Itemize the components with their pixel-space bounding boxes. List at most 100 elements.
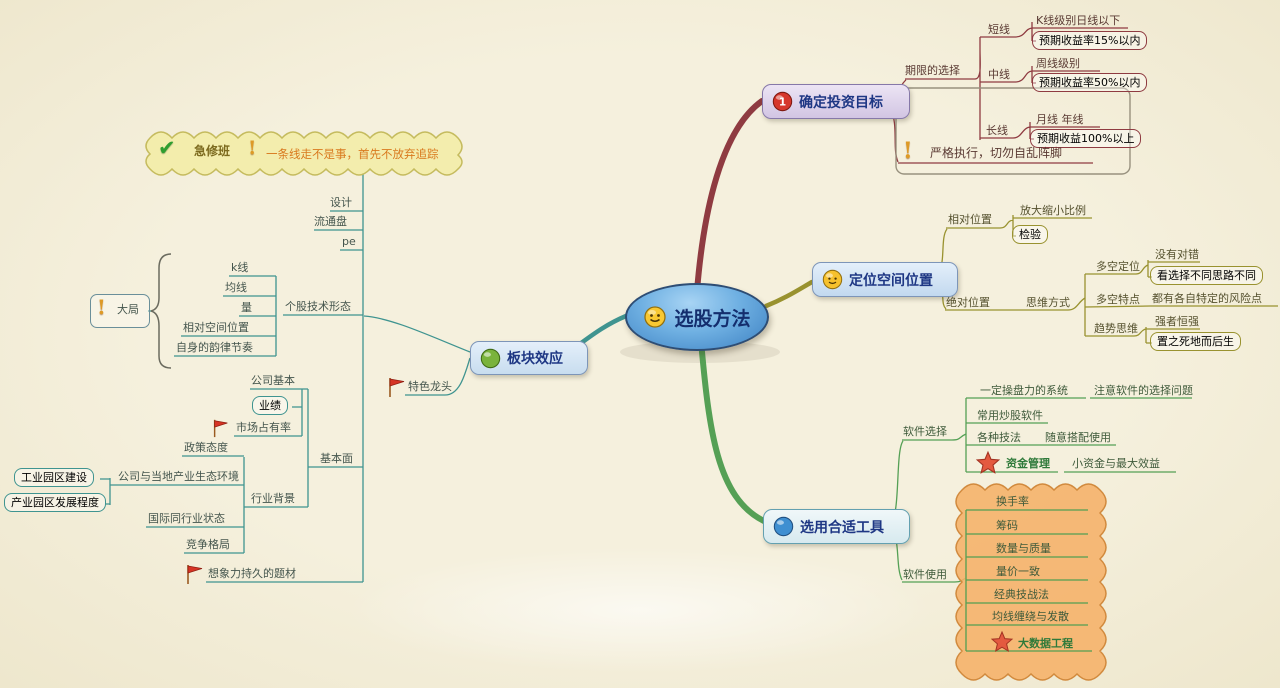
green-ball-icon	[480, 348, 501, 368]
company-basic-label[interactable]: 公司基本	[251, 374, 295, 387]
check-icon: ✔	[158, 136, 176, 160]
goal-boundary-box	[895, 87, 1131, 175]
company-market-share[interactable]: 市场占有率	[236, 421, 291, 434]
trend-strong[interactable]: 强者恒强	[1155, 315, 1199, 328]
tech-item-ma[interactable]: 均线	[225, 281, 247, 294]
cap-item-float[interactable]: 流通盘	[314, 215, 347, 228]
topic-invest-goal[interactable]: 1 确定投资目标	[762, 84, 910, 119]
industry-local-env[interactable]: 公司与当地产业生态环境	[118, 470, 239, 483]
smiley-icon	[644, 306, 667, 328]
topic-space-position[interactable]: 定位空间位置	[812, 262, 958, 297]
usage-item-chips[interactable]: 筹码	[996, 519, 1018, 532]
tools-cloud-lines	[965, 509, 1092, 652]
goal-warning-note[interactable]: 严格执行，切勿自乱阵脚	[930, 146, 1063, 160]
select-system[interactable]: 一定操盘力的系统	[980, 384, 1068, 397]
label-short-term[interactable]: 短线	[988, 23, 1010, 36]
select-system-note[interactable]: 注意软件的选择问题	[1094, 384, 1193, 397]
label-longshort-feature[interactable]: 多空特点	[1096, 293, 1140, 306]
cap-item-pe[interactable]: pe	[342, 235, 356, 248]
smiley-icon	[822, 269, 843, 290]
svg-text:1: 1	[779, 96, 786, 108]
select-skill[interactable]: 各种技法	[977, 431, 1021, 444]
select-skill-note[interactable]: 随意搭配使用	[1045, 431, 1111, 444]
label-trend-thinking[interactable]: 趋势思维	[1094, 322, 1138, 335]
env-park-development[interactable]: 产业园区发展程度	[4, 493, 106, 512]
relative-scale[interactable]: 放大缩小比例	[1020, 204, 1086, 217]
tech-note-box[interactable]	[90, 294, 150, 328]
longshort-diff[interactable]: 看选择不同思路不同	[1150, 266, 1263, 285]
lasting-theme[interactable]: 想象力持久的题材	[208, 567, 296, 580]
usage-item-quantity[interactable]: 数量与质量	[996, 542, 1051, 555]
tech-item-kline[interactable]: k线	[231, 261, 249, 274]
fundamental-label[interactable]: 基本面	[320, 452, 353, 465]
exclamation-icon: !	[97, 295, 106, 319]
tech-brace	[150, 253, 172, 369]
longshort-risk[interactable]: 都有各自特定的风险点	[1152, 292, 1262, 305]
topic-invest-goal-title: 确定投资目标	[799, 94, 883, 111]
label-relative-position[interactable]: 相对位置	[948, 213, 992, 226]
longshort-no-right[interactable]: 没有对错	[1155, 248, 1199, 261]
mid-term-kline[interactable]: 周线级别	[1036, 57, 1080, 70]
fund-management[interactable]: 资金管理	[1006, 457, 1050, 470]
industry-international[interactable]: 国际同行业状态	[148, 512, 225, 525]
tech-item-volume[interactable]: 量	[241, 301, 252, 314]
red-flag-icon	[386, 376, 408, 402]
blue-ball-icon	[773, 516, 794, 537]
tech-note-text[interactable]: 大局	[117, 303, 139, 316]
env-industrial-park[interactable]: 工业园区建设	[14, 468, 94, 487]
branch-goal-curve	[694, 98, 765, 294]
label-period-choice[interactable]: 期限的选择	[905, 64, 960, 77]
central-topic-title: 选股方法	[674, 307, 751, 330]
long-term-kline[interactable]: 月线 年线	[1036, 113, 1084, 126]
topic-sector-effect-title: 板块效应	[507, 351, 563, 367]
company-performance[interactable]: 业绩	[252, 396, 288, 415]
short-term-return[interactable]: 预期收益率15%以内	[1032, 31, 1148, 50]
industry-background-label[interactable]: 行业背景	[251, 492, 295, 505]
label-long-term[interactable]: 长线	[986, 124, 1008, 137]
label-absolute-position[interactable]: 绝对位置	[946, 296, 990, 309]
exclamation-icon: !	[903, 138, 913, 164]
branch-tools-curve	[698, 338, 767, 524]
industry-competition[interactable]: 竞争格局	[186, 538, 230, 551]
usage-item-volume-price[interactable]: 量价一致	[996, 565, 1040, 578]
tech-item-rhythm[interactable]: 自身的韵律节奏	[176, 341, 253, 354]
tools-cloud-boundary	[955, 483, 1107, 681]
topic-choose-tools-title: 选用合适工具	[800, 519, 884, 536]
topic-choose-tools[interactable]: 选用合适工具	[763, 509, 910, 544]
select-common[interactable]: 常用炒股软件	[977, 409, 1043, 422]
label-thinking-mode[interactable]: 思维方式	[1026, 296, 1070, 309]
trend-rebirth[interactable]: 置之死地而后生	[1150, 332, 1241, 351]
banner-check-text[interactable]: 急修班	[194, 144, 231, 158]
usage-item-turnover[interactable]: 换手率	[996, 495, 1029, 508]
priority-1-icon: 1	[772, 91, 793, 112]
usage-star-item[interactable]: 大数据工程	[1018, 637, 1073, 650]
sector-subtree-lines	[100, 173, 471, 583]
red-flag-icon	[211, 418, 231, 442]
usage-item-ma[interactable]: 均线缠绕与发散	[992, 610, 1069, 623]
star-icon	[990, 630, 1014, 658]
label-longshort-position[interactable]: 多空定位	[1096, 260, 1140, 273]
label-software-select[interactable]: 软件选择	[903, 425, 947, 438]
short-term-kline[interactable]: K线级别日线以下	[1036, 14, 1121, 27]
sector-leader[interactable]: 特色龙头	[408, 380, 452, 393]
red-flag-icon	[184, 563, 206, 589]
cap-item-design[interactable]: 设计	[330, 196, 352, 209]
usage-item-tactics[interactable]: 经典技战法	[994, 588, 1049, 601]
tech-pattern-label[interactable]: 个股技术形态	[285, 300, 351, 313]
long-term-return[interactable]: 预期收益100%以上	[1030, 129, 1142, 148]
fund-note[interactable]: 小资金与最大效益	[1072, 457, 1160, 470]
relative-check[interactable]: 检验	[1012, 225, 1048, 244]
label-mid-term[interactable]: 中线	[988, 68, 1010, 81]
topic-sector-effect[interactable]: 板块效应	[470, 341, 588, 375]
mid-term-return[interactable]: 预期收益率50%以内	[1032, 73, 1148, 92]
exclamation-icon: !	[248, 137, 257, 159]
label-software-usage[interactable]: 软件使用	[903, 568, 947, 581]
industry-policy[interactable]: 政策态度	[184, 441, 228, 454]
topic-space-position-title: 定位空间位置	[849, 272, 933, 289]
tech-item-relative-space[interactable]: 相对空间位置	[183, 321, 249, 334]
branch-position-curve	[763, 279, 815, 309]
central-topic[interactable]: 选股方法	[625, 283, 769, 351]
banner-warning-text[interactable]: 一条线走不是事，首先不放弃追踪	[266, 147, 439, 161]
